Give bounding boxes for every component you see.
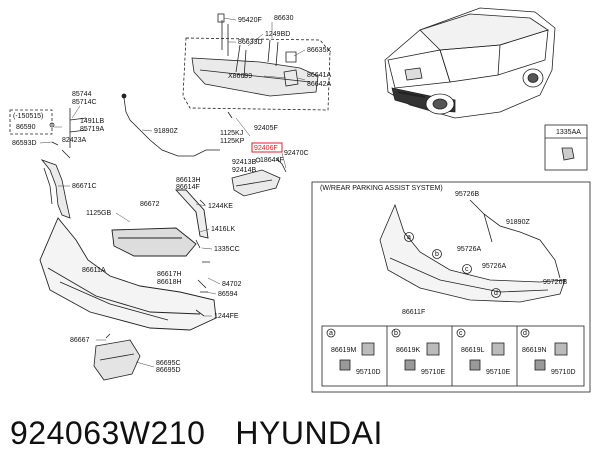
label-86613H: 86613H xyxy=(176,177,201,184)
parking-assist-box xyxy=(311,181,591,393)
reflector-parts xyxy=(195,157,287,317)
pas-label-86611F: 86611F xyxy=(402,309,425,316)
label-86641A: 86641A xyxy=(307,72,331,79)
label-86630: 86630 xyxy=(274,15,294,22)
tbl-label-95710D-2: 95710D xyxy=(551,369,576,376)
pas-label-95726A-1: 95726A xyxy=(457,246,481,253)
label-82423A: 82423A xyxy=(62,137,86,144)
label-85719A: 85719A xyxy=(80,126,104,133)
tbl-label-86619L: 86619L xyxy=(461,347,484,354)
label-86593D: 86593D xyxy=(12,140,37,147)
label-1416LK: 1416LK xyxy=(211,226,235,233)
tbl-label-86619M: 86619M xyxy=(331,347,356,354)
caption-part-number: 924063W210 xyxy=(10,414,206,451)
label-91890Z: 91890Z xyxy=(154,128,178,135)
leader-lines xyxy=(39,17,306,368)
label-1249BD: 1249BD xyxy=(265,31,290,38)
label-18644F: 18644F xyxy=(260,157,284,164)
pas-callout-d: d xyxy=(494,290,498,297)
label-86611A: 86611A xyxy=(82,267,106,274)
rear-bumper-cover xyxy=(39,189,217,331)
pas-label-95726B-2: 95726B xyxy=(543,279,567,286)
label-X86699: X86699 xyxy=(228,73,252,80)
label-86635X: 86635X xyxy=(307,47,331,54)
tbl-callout-d: d xyxy=(523,330,527,337)
pas-label-95726B: 95726B xyxy=(455,191,479,198)
label-86671C: 86671C xyxy=(72,183,97,190)
tbl-label-95710D-1: 95710D xyxy=(356,369,381,376)
label-86695C: 86695C xyxy=(156,360,181,367)
tbl-label-86619K: 86619K xyxy=(396,347,420,354)
label-86618H: 86618H xyxy=(157,279,182,286)
label-1491LB: 1491LB xyxy=(80,118,104,125)
tbl-callout-b: b xyxy=(394,330,398,337)
label-95420F: 95420F xyxy=(238,17,262,24)
pas-title: (W/REAR PARKING ASSIST SYSTEM) xyxy=(320,185,443,192)
pas-label-91890Z: 91890Z xyxy=(506,219,530,226)
clip-box xyxy=(544,124,588,171)
pas-callout-b: b xyxy=(435,251,439,258)
label-85744: 85744 xyxy=(72,91,92,98)
label-1125KJ: 1125KJ xyxy=(220,130,243,137)
label-92414B: 92414B xyxy=(232,167,256,174)
label-86594: 86594 xyxy=(218,291,238,298)
rear-beam-assembly xyxy=(182,13,331,119)
label-86695D: 86695D xyxy=(156,367,181,374)
tbl-label-95710E-2: 95710E xyxy=(486,369,510,376)
under-cover xyxy=(93,333,141,381)
left-side-parts xyxy=(9,93,220,219)
pas-label-95726A-2: 95726A xyxy=(482,263,506,270)
label-86633D: 86633D xyxy=(238,39,263,46)
part-labels: 95420F 86630 1249BD 86633D 86635X X86699… xyxy=(12,15,581,376)
label-92470C: 92470C xyxy=(284,150,309,157)
tbl-label-86619N: 86619N xyxy=(522,347,547,354)
label-150515: (-150515) xyxy=(13,113,43,120)
label-1125KP: 1125KP xyxy=(220,138,245,145)
caption-bar: 924063W210 HYUNDAI xyxy=(10,408,590,458)
pas-callout-a: a xyxy=(407,234,411,241)
label-86614F: 86614F xyxy=(176,184,200,191)
tbl-label-95710E-1: 95710E xyxy=(421,369,445,376)
label-86590: 86590 xyxy=(16,124,36,131)
label-85714C: 85714C xyxy=(72,99,97,106)
tbl-callout-c: c xyxy=(459,330,463,337)
label-92405F: 92405F xyxy=(254,125,278,132)
label-92406F: 92406F xyxy=(254,145,278,152)
label-1125GB: 1125GB xyxy=(86,210,111,217)
label-1244FE: 1244FE xyxy=(214,313,239,320)
label-1335CC: 1335CC xyxy=(214,246,240,253)
label-86672: 86672 xyxy=(140,201,160,208)
label-1335AA: 1335AA xyxy=(556,129,581,136)
label-1244KE: 1244KE xyxy=(208,203,233,210)
label-84702: 84702 xyxy=(222,281,242,288)
highlight-box xyxy=(251,142,283,153)
vehicle-illustration xyxy=(384,7,556,119)
caption-brand: HYUNDAI xyxy=(235,414,383,451)
pas-callout-c: c xyxy=(465,266,469,273)
label-86667: 86667 xyxy=(70,337,90,344)
tbl-callout-a: a xyxy=(329,330,333,337)
parts-diagram: 95420F 86630 1249BD 86633D 86635X X86699… xyxy=(9,7,591,393)
label-86642A: 86642A xyxy=(307,81,331,88)
label-92413B: 92413B xyxy=(232,159,256,166)
label-86617H: 86617H xyxy=(157,271,182,278)
